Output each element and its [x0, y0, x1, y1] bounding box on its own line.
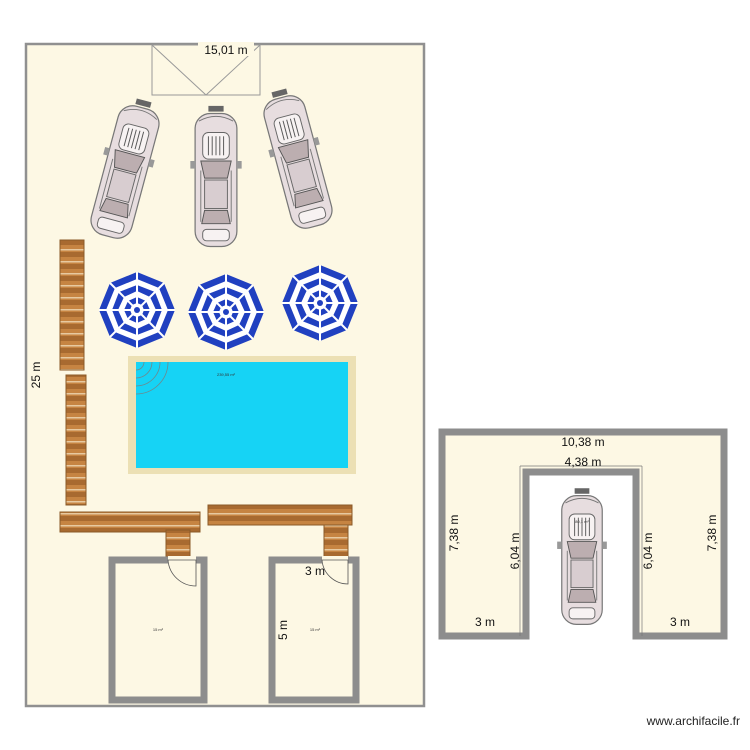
garage-u-shape [438, 428, 728, 640]
right-plan: 10,38 m 4,38 m 7,38 m 6,04 m 6,04 m 7,38… [438, 428, 728, 640]
umbrella-icon [187, 273, 265, 351]
car-icon [189, 105, 243, 248]
site-credit: www.archifacile.fr [646, 714, 740, 728]
umbrella-icon [98, 271, 176, 349]
car-icon [556, 487, 608, 625]
dim-garage-right-inner: 6,04 m [641, 533, 655, 570]
dim-top-left-plan: 15,01 m [204, 43, 247, 57]
dim-garage-inner-top: 4,38 m [565, 455, 602, 469]
cabin-right-area-label: 15 m² [310, 627, 321, 632]
dim-garage-left-inner: 6,04 m [508, 533, 522, 570]
dim-cabin-width: 3 m [305, 564, 325, 578]
dim-cabin-height: 5 m [276, 620, 290, 640]
pool-area-label: 239,55 m² [217, 372, 236, 377]
pool-house-right: 15 m² [268, 556, 360, 704]
dim-garage-outer-top: 10,38 m [561, 435, 604, 449]
garage-area-label: 80,1 m² [575, 519, 589, 524]
swimming-pool: 239,55 m² [128, 356, 356, 474]
dim-left-plan-height: 25 m [29, 362, 43, 389]
dim-garage-left-outer: 7,38 m [447, 515, 461, 552]
dim-garage-bottom-left: 3 m [475, 615, 495, 629]
dim-garage-right-outer: 7,38 m [705, 515, 719, 552]
dim-garage-bottom-right: 3 m [670, 615, 690, 629]
cabin-left-area-label: 15 m² [153, 627, 164, 632]
left-plan: 15,01 m [24, 42, 426, 708]
umbrella-icon [281, 264, 359, 342]
pool-house-left: 15 m² [108, 556, 208, 704]
